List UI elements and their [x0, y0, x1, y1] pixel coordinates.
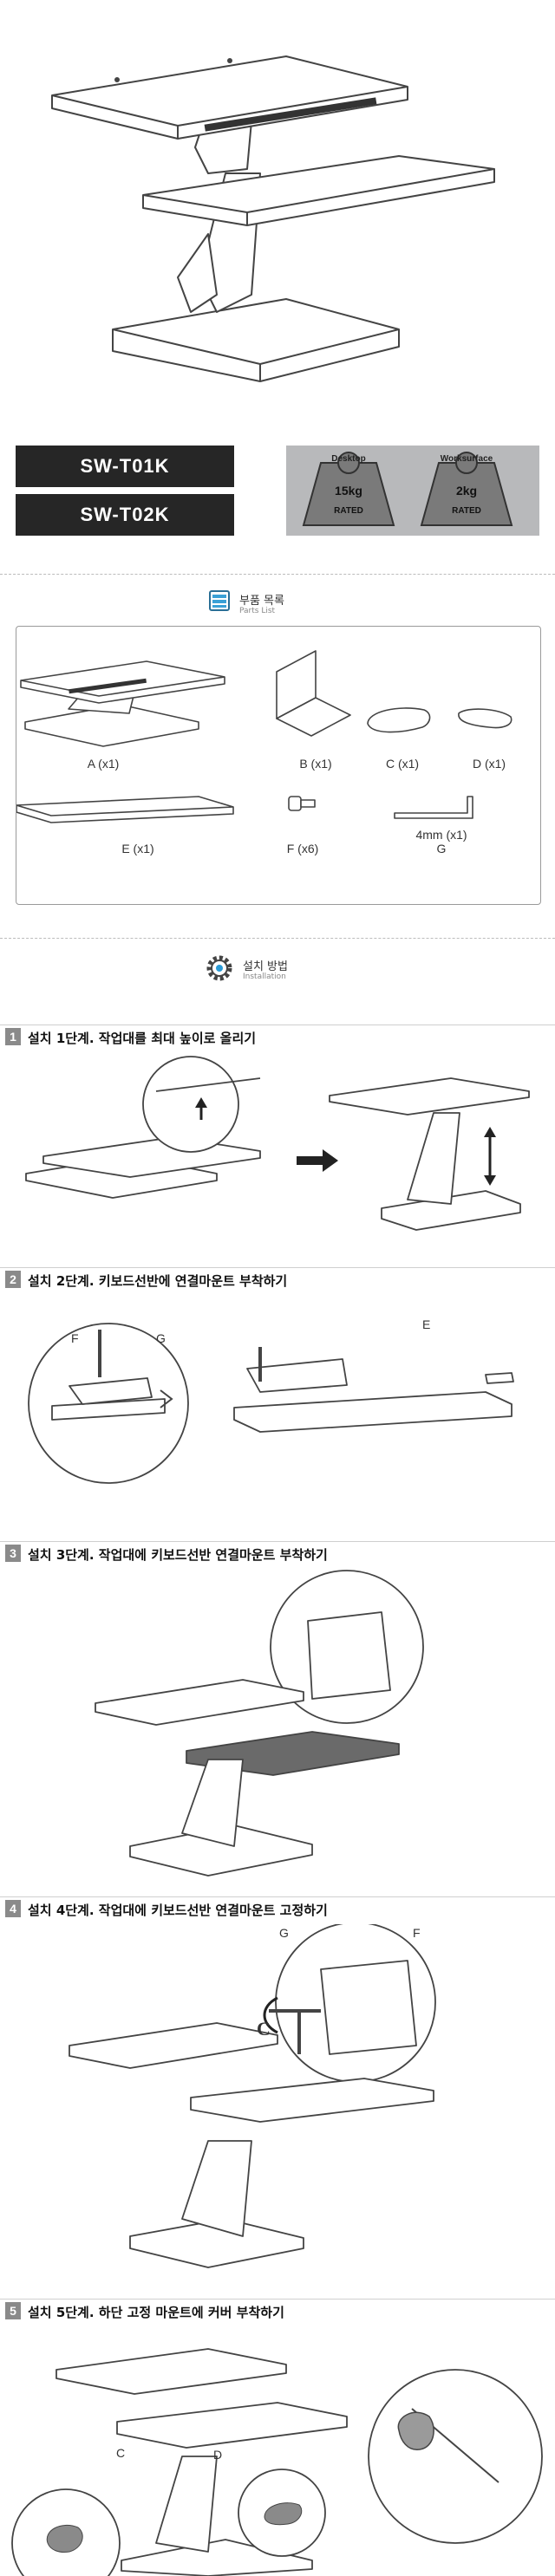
- step-4-number: 4: [5, 1900, 21, 1917]
- gear-icon: [206, 955, 232, 981]
- step-5-callout-c: C: [116, 2446, 126, 2460]
- step-3-drawing: [95, 1570, 424, 1877]
- step-4-callout-g: G: [279, 1926, 289, 1940]
- rating-desktop-weight: 15kg: [335, 484, 362, 498]
- step-1-drawing: [25, 1056, 530, 1231]
- step-4-title: 설치 4단계. 작업대에 키보드선반 연결마운트 고정하기: [28, 1903, 328, 1918]
- step-2-header: 2 설치 2단계. 키보드선반에 연결마운트 부착하기: [0, 1267, 555, 1291]
- parts-section-subtitle: Parts List: [239, 607, 276, 615]
- step-3-illustration: [0, 1569, 555, 1881]
- step-4-callout-c: C: [257, 2018, 271, 2039]
- parts-section-title: 부품 목록: [239, 595, 284, 608]
- weight-icons: [302, 452, 513, 526]
- step-2-callout-g: G: [156, 1331, 166, 1345]
- step-2-drawing: [28, 1323, 514, 1484]
- step-2-title: 설치 2단계. 키보드선반에 연결마운트 부착하기: [28, 1273, 288, 1289]
- part-f-label: F (x6): [286, 842, 319, 855]
- rating-desktop-name: Desktop: [331, 454, 366, 464]
- step-4-illustration: G F C: [0, 1924, 555, 2288]
- rating-worksurface-weight: 2kg: [455, 484, 478, 498]
- model-label-2: SW-T02K: [16, 494, 234, 536]
- part-g-size-label: 4mm (x1): [415, 828, 467, 842]
- divider: [0, 938, 555, 939]
- step-5-header: 5 설치 5단계. 하단 고정 마운트에 커버 부착하기: [0, 2299, 555, 2322]
- part-c-label: C (x1): [385, 757, 420, 771]
- install-section-title: 설치 방법: [243, 960, 288, 973]
- rating-panel: Desktop 15kg RATED Worksurface 2kg RATED: [286, 446, 539, 536]
- step-5-number: 5: [5, 2302, 21, 2319]
- step-2-illustration: F G E: [0, 1295, 555, 1508]
- rating-desktop-rated: RATED: [334, 506, 363, 516]
- step-4-header: 4 설치 4단계. 작업대에 키보드선반 연결마운트 고정하기: [0, 1896, 555, 1920]
- step-1-title: 설치 1단계. 작업대를 최대 높이로 올리기: [28, 1031, 257, 1046]
- rating-worksurface-rated: RATED: [452, 506, 481, 516]
- step-1-header: 1 설치 1단계. 작업대를 최대 높이로 올리기: [0, 1025, 555, 1048]
- parts-drawings: [16, 650, 513, 823]
- model-label-1: SW-T01K: [16, 446, 234, 487]
- step-5-illustration: C D: [0, 2326, 555, 2576]
- step-2-number: 2: [5, 1271, 21, 1288]
- step-2-callout-f: F: [71, 1331, 79, 1345]
- part-b-label: B (x1): [299, 757, 332, 771]
- install-section-subtitle: Installation: [243, 973, 286, 981]
- part-e-label: E (x1): [121, 842, 154, 855]
- rating-worksurface-name: Worksurface: [440, 454, 493, 464]
- standing-desk-drawing: [51, 55, 495, 382]
- step-4-callout-f: F: [413, 1926, 421, 1940]
- step-5-drawing: [11, 2348, 543, 2576]
- step-3-number: 3: [5, 1545, 21, 1562]
- parts-list-frame: A (x1) B (x1) C (x1) D (x1) E (x1) F (x6…: [16, 626, 541, 905]
- step-3-title: 설치 3단계. 작업대에 키보드선반 연결마운트 부착하기: [28, 1547, 328, 1563]
- divider: [0, 574, 555, 575]
- step-2-callout-e: E: [422, 1317, 431, 1331]
- hero-illustration: [0, 0, 555, 407]
- step-5-callout-d: D: [213, 2448, 223, 2462]
- step-4-drawing: [69, 1924, 436, 2268]
- step-1-illustration: [0, 1052, 555, 1243]
- part-g-label: G: [436, 842, 447, 855]
- parts-box-icon: [209, 590, 230, 611]
- part-d-label: D (x1): [472, 757, 506, 771]
- part-a-label: A (x1): [87, 757, 120, 771]
- step-5-title: 설치 5단계. 하단 고정 마운트에 커버 부착하기: [28, 2305, 284, 2320]
- step-3-header: 3 설치 3단계. 작업대에 키보드선반 연결마운트 부착하기: [0, 1541, 555, 1564]
- step-1-number: 1: [5, 1028, 21, 1045]
